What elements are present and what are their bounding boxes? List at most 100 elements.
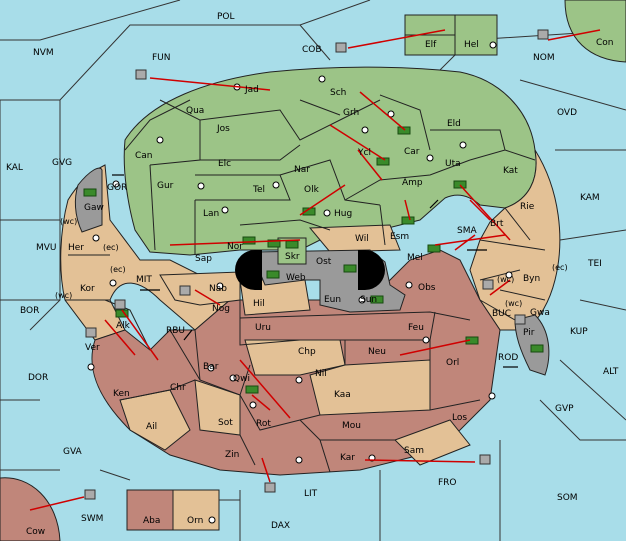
sea-label-nvm: NVM (33, 48, 54, 58)
province-lines (65, 94, 546, 473)
sea-label-kup: KUP (570, 327, 588, 337)
land-label-los: Los (452, 413, 467, 423)
land-label-skr: Skr (285, 252, 300, 262)
coast-label-ec3: (ec) (552, 263, 568, 272)
land-label-feu: Feu (408, 323, 424, 333)
land-label-uta: Uta (445, 159, 461, 169)
land-label-zin: Zin (225, 450, 239, 460)
tan-sam (394, 419, 471, 466)
sea-label-tei: TEI (587, 259, 602, 269)
land-label-kaa: Kaa (334, 390, 351, 400)
land-label-gur: Gur (157, 181, 174, 191)
red-aba (126, 489, 174, 531)
fleets (84, 29, 549, 500)
land-label-con: Con (596, 38, 614, 48)
land-label-nab: Nab (209, 284, 227, 294)
land-label-ost: Ost (316, 257, 332, 267)
land-label-chp: Chp (298, 347, 316, 357)
land-label-alk: Alk (116, 321, 131, 331)
coast-label-wc3: (wc) (497, 275, 514, 284)
land-label-gwa: Gwa (530, 308, 550, 318)
tan-wil (308, 224, 401, 253)
land-label-jos: Jos (216, 124, 230, 134)
land-label-olk: Olk (304, 185, 320, 195)
sea-label-ovd: OVD (557, 108, 577, 118)
land-label-nog: Nog (212, 304, 230, 314)
land-label-neu: Neu (368, 347, 386, 357)
sea-label-rod: ROD (498, 353, 518, 363)
land-label-bar: Bar (203, 362, 219, 372)
land-label-qua: Qua (186, 106, 204, 116)
sea-label-lit: LIT (304, 489, 318, 499)
land-label-mel: Mel (407, 253, 423, 263)
land-label-her: Her (68, 243, 84, 253)
coast-label-wc1: (wc) (60, 217, 77, 226)
sea-label-gvp: GVP (555, 404, 574, 414)
land-label-jad: Jad (244, 85, 259, 95)
coast-label-wc4: (wc) (505, 299, 522, 308)
sea-label-dax: DAX (271, 521, 290, 531)
land-label-ver: Ver (85, 343, 100, 353)
sea-label-gor: GOR (107, 183, 127, 193)
land-label-eld: Eld (447, 119, 461, 129)
land-label-sap: Sap (195, 254, 212, 264)
order-arrows (29, 29, 601, 511)
land-label-kar: Kar (340, 453, 355, 463)
land-label-elc: Elc (218, 159, 231, 169)
sea-label-kam: KAM (580, 193, 600, 203)
sea-label-kal: KAL (6, 163, 23, 173)
land-label-esm: Esm (390, 232, 409, 242)
land-label-sch: Sch (330, 88, 346, 98)
land-label-can: Can (135, 151, 153, 161)
black-cap-left (235, 250, 262, 290)
sea-label-bor: BOR (20, 306, 39, 316)
land-label-wil: Wil (355, 234, 369, 244)
land-label-nor: Nor (227, 242, 243, 252)
sea-label-nom: NOM (533, 53, 555, 63)
land-label-kor: Kor (80, 284, 95, 294)
sea-label-dor: DOR (28, 373, 48, 383)
land-label-sam: Sam (404, 446, 424, 456)
land-label-aba: Aba (143, 516, 160, 526)
tan-nab (159, 271, 241, 306)
coast-label-wc2: (wc) (55, 291, 72, 300)
land-label-car: Car (404, 147, 420, 157)
sea-label-gvg: GVG (52, 158, 72, 168)
sea-label-rbu: RBU (166, 326, 185, 336)
land-label-uru: Uru (255, 323, 271, 333)
skr-box (277, 237, 307, 265)
sea-label-som: SOM (557, 493, 578, 503)
land-label-cow: Cow (26, 527, 45, 537)
land-label-hil: Hil (253, 299, 265, 309)
sea-label-cob: COB (302, 45, 322, 55)
land-label-grh: Grh (343, 108, 359, 118)
sea-label-gva: GVA (63, 447, 83, 457)
land-label-rie: Rie (520, 202, 535, 212)
land-label-lan: Lan (203, 209, 219, 219)
land-label-eun: Eun (324, 295, 341, 305)
land-label-qwi: Qwi (233, 374, 250, 384)
supply-centres (87, 41, 525, 524)
land-label-pir: Pir (523, 328, 535, 338)
coast-label-ec1: (ec) (103, 243, 119, 252)
land-label-nar: Nar (294, 165, 310, 175)
land-label-ycl: Ycl (357, 148, 371, 158)
sea-label-swm: SWM (81, 514, 103, 524)
land-label-hug: Hug (334, 209, 352, 219)
grey-gaw (74, 167, 103, 233)
black-cap-right (358, 250, 385, 290)
land-label-ail: Ail (146, 422, 157, 432)
land-label-tel: Tel (252, 185, 265, 195)
land-label-brt: Brt (490, 219, 504, 229)
sea-label-fro: FRO (438, 478, 457, 488)
land-label-elf: Elf (425, 40, 437, 50)
land-label-hel: Hel (464, 40, 479, 50)
land-label-sot: Sot (218, 418, 233, 428)
land-label-obs: Obs (418, 283, 436, 293)
land-label-rot: Rot (256, 419, 271, 429)
land-label-orn: Orn (187, 516, 203, 526)
sea-label-fun: FUN (152, 53, 171, 63)
land-label-byn: Byn (523, 274, 540, 284)
land-label-amp: Amp (402, 178, 423, 188)
